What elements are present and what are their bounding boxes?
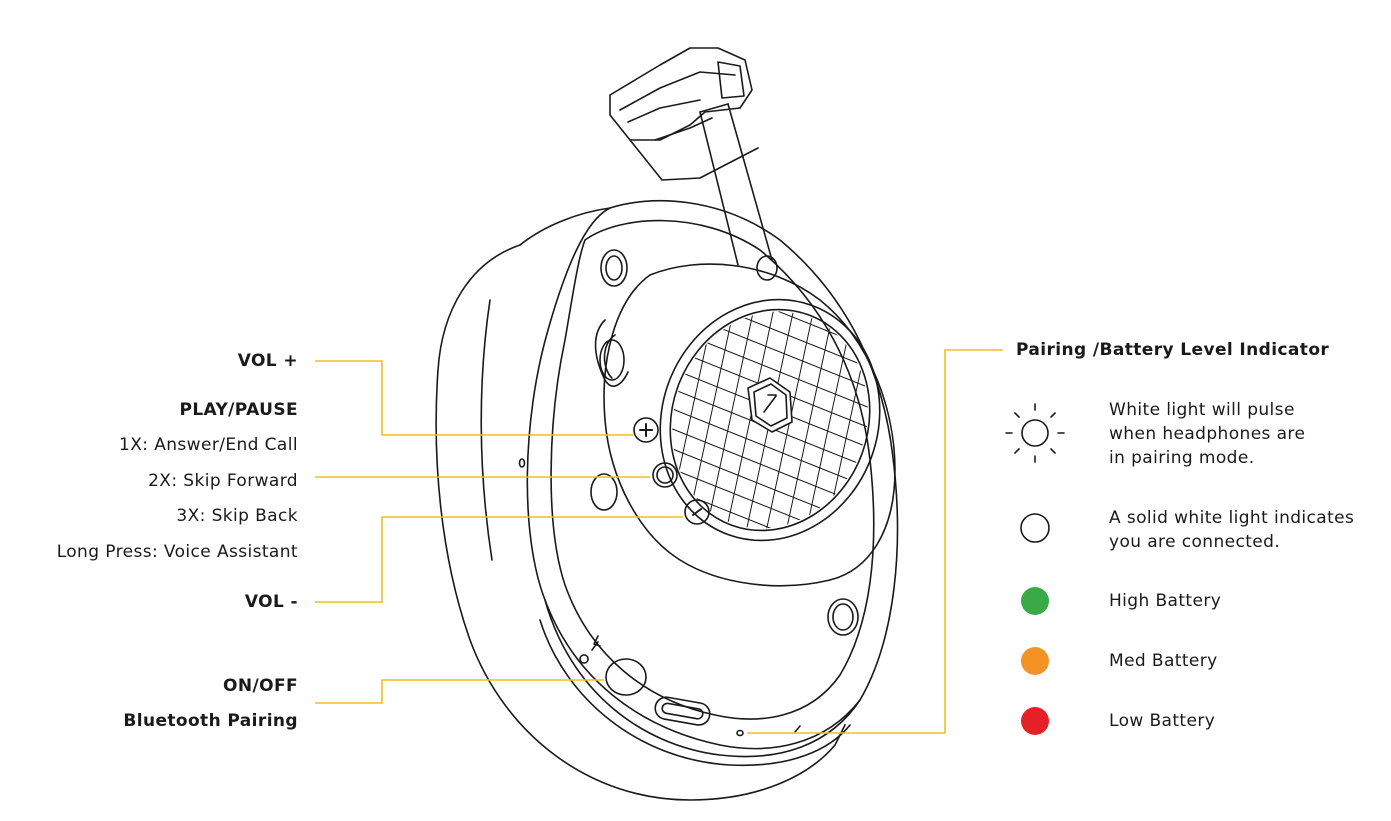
leader-indicator (747, 349, 1003, 734)
headphone-yoke (609, 47, 773, 266)
pulse-line-3: in pairing mode. (1109, 448, 1255, 468)
pulse-line-2: when headphones are (1109, 424, 1306, 444)
label-skip-back: 3X: Skip Back (176, 506, 298, 526)
ear-cup-housing (518, 199, 899, 767)
label-vol-up: VOL + (237, 351, 298, 371)
leader-vol-up (315, 360, 633, 436)
leader-lines (315, 349, 1003, 734)
pulse-description: White light will pulse when headphones a… (1109, 398, 1305, 470)
usb-port (654, 696, 711, 726)
green-dot-icon (1021, 587, 1049, 615)
vol-down-button (684, 499, 710, 525)
label-low-battery: Low Battery (1109, 711, 1216, 731)
solid-line-2: you are connected. (1109, 532, 1281, 552)
label-vol-down: VOL - (244, 592, 298, 612)
solid-description: A solid white light indicates you are co… (1109, 506, 1354, 554)
label-voice-assistant: Long Press: Voice Assistant (56, 542, 298, 562)
power-button (579, 635, 647, 696)
vol-up-button (633, 417, 659, 443)
pulse-line-1: White light will pulse (1109, 400, 1295, 420)
red-dot-icon (1021, 707, 1049, 735)
solid-light-icon (1020, 513, 1050, 543)
orange-dot-icon (1021, 647, 1049, 675)
leader-power (315, 679, 604, 704)
label-skip-forward: 2X: Skip Forward (148, 471, 298, 491)
label-on-off: ON/OFF (223, 676, 298, 696)
speaker-plate (594, 263, 896, 587)
label-play-pause: PLAY/PAUSE (179, 400, 298, 420)
label-bluetooth-pairing: Bluetooth Pairing (123, 711, 298, 731)
led-indicator (736, 725, 801, 737)
leader-vol-down (315, 516, 683, 603)
pulsing-light-icon (1005, 403, 1065, 463)
solid-line-1: A solid white light indicates (1109, 508, 1355, 528)
play-pause-button (652, 462, 678, 488)
label-answer-end-call: 1X: Answer/End Call (119, 435, 298, 455)
label-med-battery: Med Battery (1109, 651, 1218, 671)
label-high-battery: High Battery (1109, 591, 1222, 611)
ear-cushion (435, 207, 846, 801)
brand-logo-badge (747, 377, 793, 433)
indicator-title: Pairing /Battery Level Indicator (1016, 340, 1330, 360)
